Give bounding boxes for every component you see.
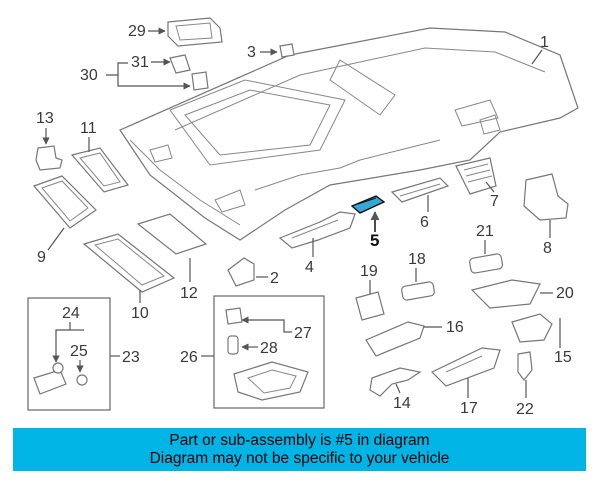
callout-1: 1 xyxy=(540,34,549,51)
callout-2: 2 xyxy=(270,270,279,287)
headliner-part xyxy=(119,27,579,241)
part-29-dome-lamp xyxy=(167,17,223,47)
callout-14: 14 xyxy=(393,395,411,412)
callout-16: 16 xyxy=(446,319,464,336)
callout-22: 22 xyxy=(516,401,534,418)
callout-5: 5 xyxy=(370,231,379,250)
callout-20: 20 xyxy=(556,285,574,302)
part-24-bulb xyxy=(52,362,64,374)
part-19-socket xyxy=(355,291,385,321)
part-26-lamp-inner xyxy=(247,369,297,394)
part-12-sunvisor xyxy=(136,213,208,255)
callout-19: 19 xyxy=(360,263,378,280)
callout-7: 7 xyxy=(490,193,499,210)
part-17-console-line xyxy=(445,355,483,373)
part-8-bracket xyxy=(523,173,569,221)
leader-27 xyxy=(241,316,292,333)
part-16-panel xyxy=(365,321,425,357)
banner-line-2: Diagram may not be specific to your vehi… xyxy=(149,450,450,467)
part-6-trim-line xyxy=(399,183,441,197)
part-28-bulb xyxy=(227,335,239,355)
part-3-clip xyxy=(279,43,295,58)
callout-30: 30 xyxy=(80,67,98,84)
leader-9 xyxy=(47,227,65,251)
callout-8: 8 xyxy=(543,240,552,257)
leader-7 xyxy=(485,181,495,193)
part-11-mirror xyxy=(70,147,130,193)
box-23 xyxy=(27,297,111,411)
part-4-trim-line xyxy=(291,219,339,239)
part-25-bulb xyxy=(76,374,88,386)
callout-11: 11 xyxy=(80,120,97,137)
callout-10: 10 xyxy=(131,305,149,322)
callout-24: 24 xyxy=(62,305,80,322)
info-banner: Part or sub-assembly is #5 in diagram Di… xyxy=(13,428,586,471)
part-31-bulb xyxy=(169,54,191,74)
part-21-lamp xyxy=(469,253,504,274)
part-5-highlighted-detail xyxy=(357,197,377,205)
callout-23: 23 xyxy=(122,349,140,366)
part-7-grille xyxy=(455,157,497,195)
callout-18: 18 xyxy=(408,251,426,268)
callout-26: 26 xyxy=(180,349,198,366)
part-22-clip xyxy=(517,351,533,381)
part-10-sunvisor-inner xyxy=(93,238,165,286)
part-13-hook xyxy=(35,145,63,171)
leader-30-bottom xyxy=(117,75,191,90)
callout-25: 25 xyxy=(70,343,88,360)
part-9-sunvisor-inner xyxy=(41,180,89,222)
callout-6: 6 xyxy=(420,214,429,231)
part-9-sunvisor xyxy=(32,175,97,229)
callout-31: 31 xyxy=(131,54,149,71)
leader-24a xyxy=(52,322,71,363)
part-11-mirror-inner xyxy=(79,152,121,187)
part-27-bulb xyxy=(225,307,243,325)
banner-line-1: Part or sub-assembly is #5 in diagram xyxy=(169,432,430,449)
part-7-grille-lines xyxy=(463,163,493,183)
part-20-trim xyxy=(470,279,541,309)
callout-12: 12 xyxy=(180,285,198,302)
part-26-lamp xyxy=(233,361,309,401)
part-18-lamp xyxy=(401,281,435,301)
part-15-handle xyxy=(511,313,553,343)
callout-4: 4 xyxy=(305,259,314,276)
part-2-bracket xyxy=(227,257,255,287)
part-4-trim xyxy=(278,211,356,249)
callout-13: 13 xyxy=(36,110,54,127)
callout-9: 9 xyxy=(37,249,46,266)
callout-29: 29 xyxy=(128,23,146,40)
callout-28: 28 xyxy=(260,340,278,357)
callout-3: 3 xyxy=(247,44,256,61)
part-30-socket xyxy=(191,71,209,91)
callout-17: 17 xyxy=(460,400,478,417)
leader-1 xyxy=(531,49,543,65)
box-26 xyxy=(213,295,325,409)
part-14-handle xyxy=(369,367,422,397)
leader-14 xyxy=(395,383,401,394)
callout-27: 27 xyxy=(294,325,312,342)
callout-15: 15 xyxy=(554,349,572,366)
parts-diagram: 1 29 3 30 31 13 11 9 10 12 4 5 xyxy=(27,17,579,418)
part-10-sunvisor xyxy=(82,233,176,293)
callout-21: 21 xyxy=(476,223,494,240)
leader-30-top xyxy=(106,62,128,76)
part-23-lamp xyxy=(33,369,67,395)
part-17-console xyxy=(430,347,501,387)
part-5-highlighted xyxy=(350,195,386,214)
